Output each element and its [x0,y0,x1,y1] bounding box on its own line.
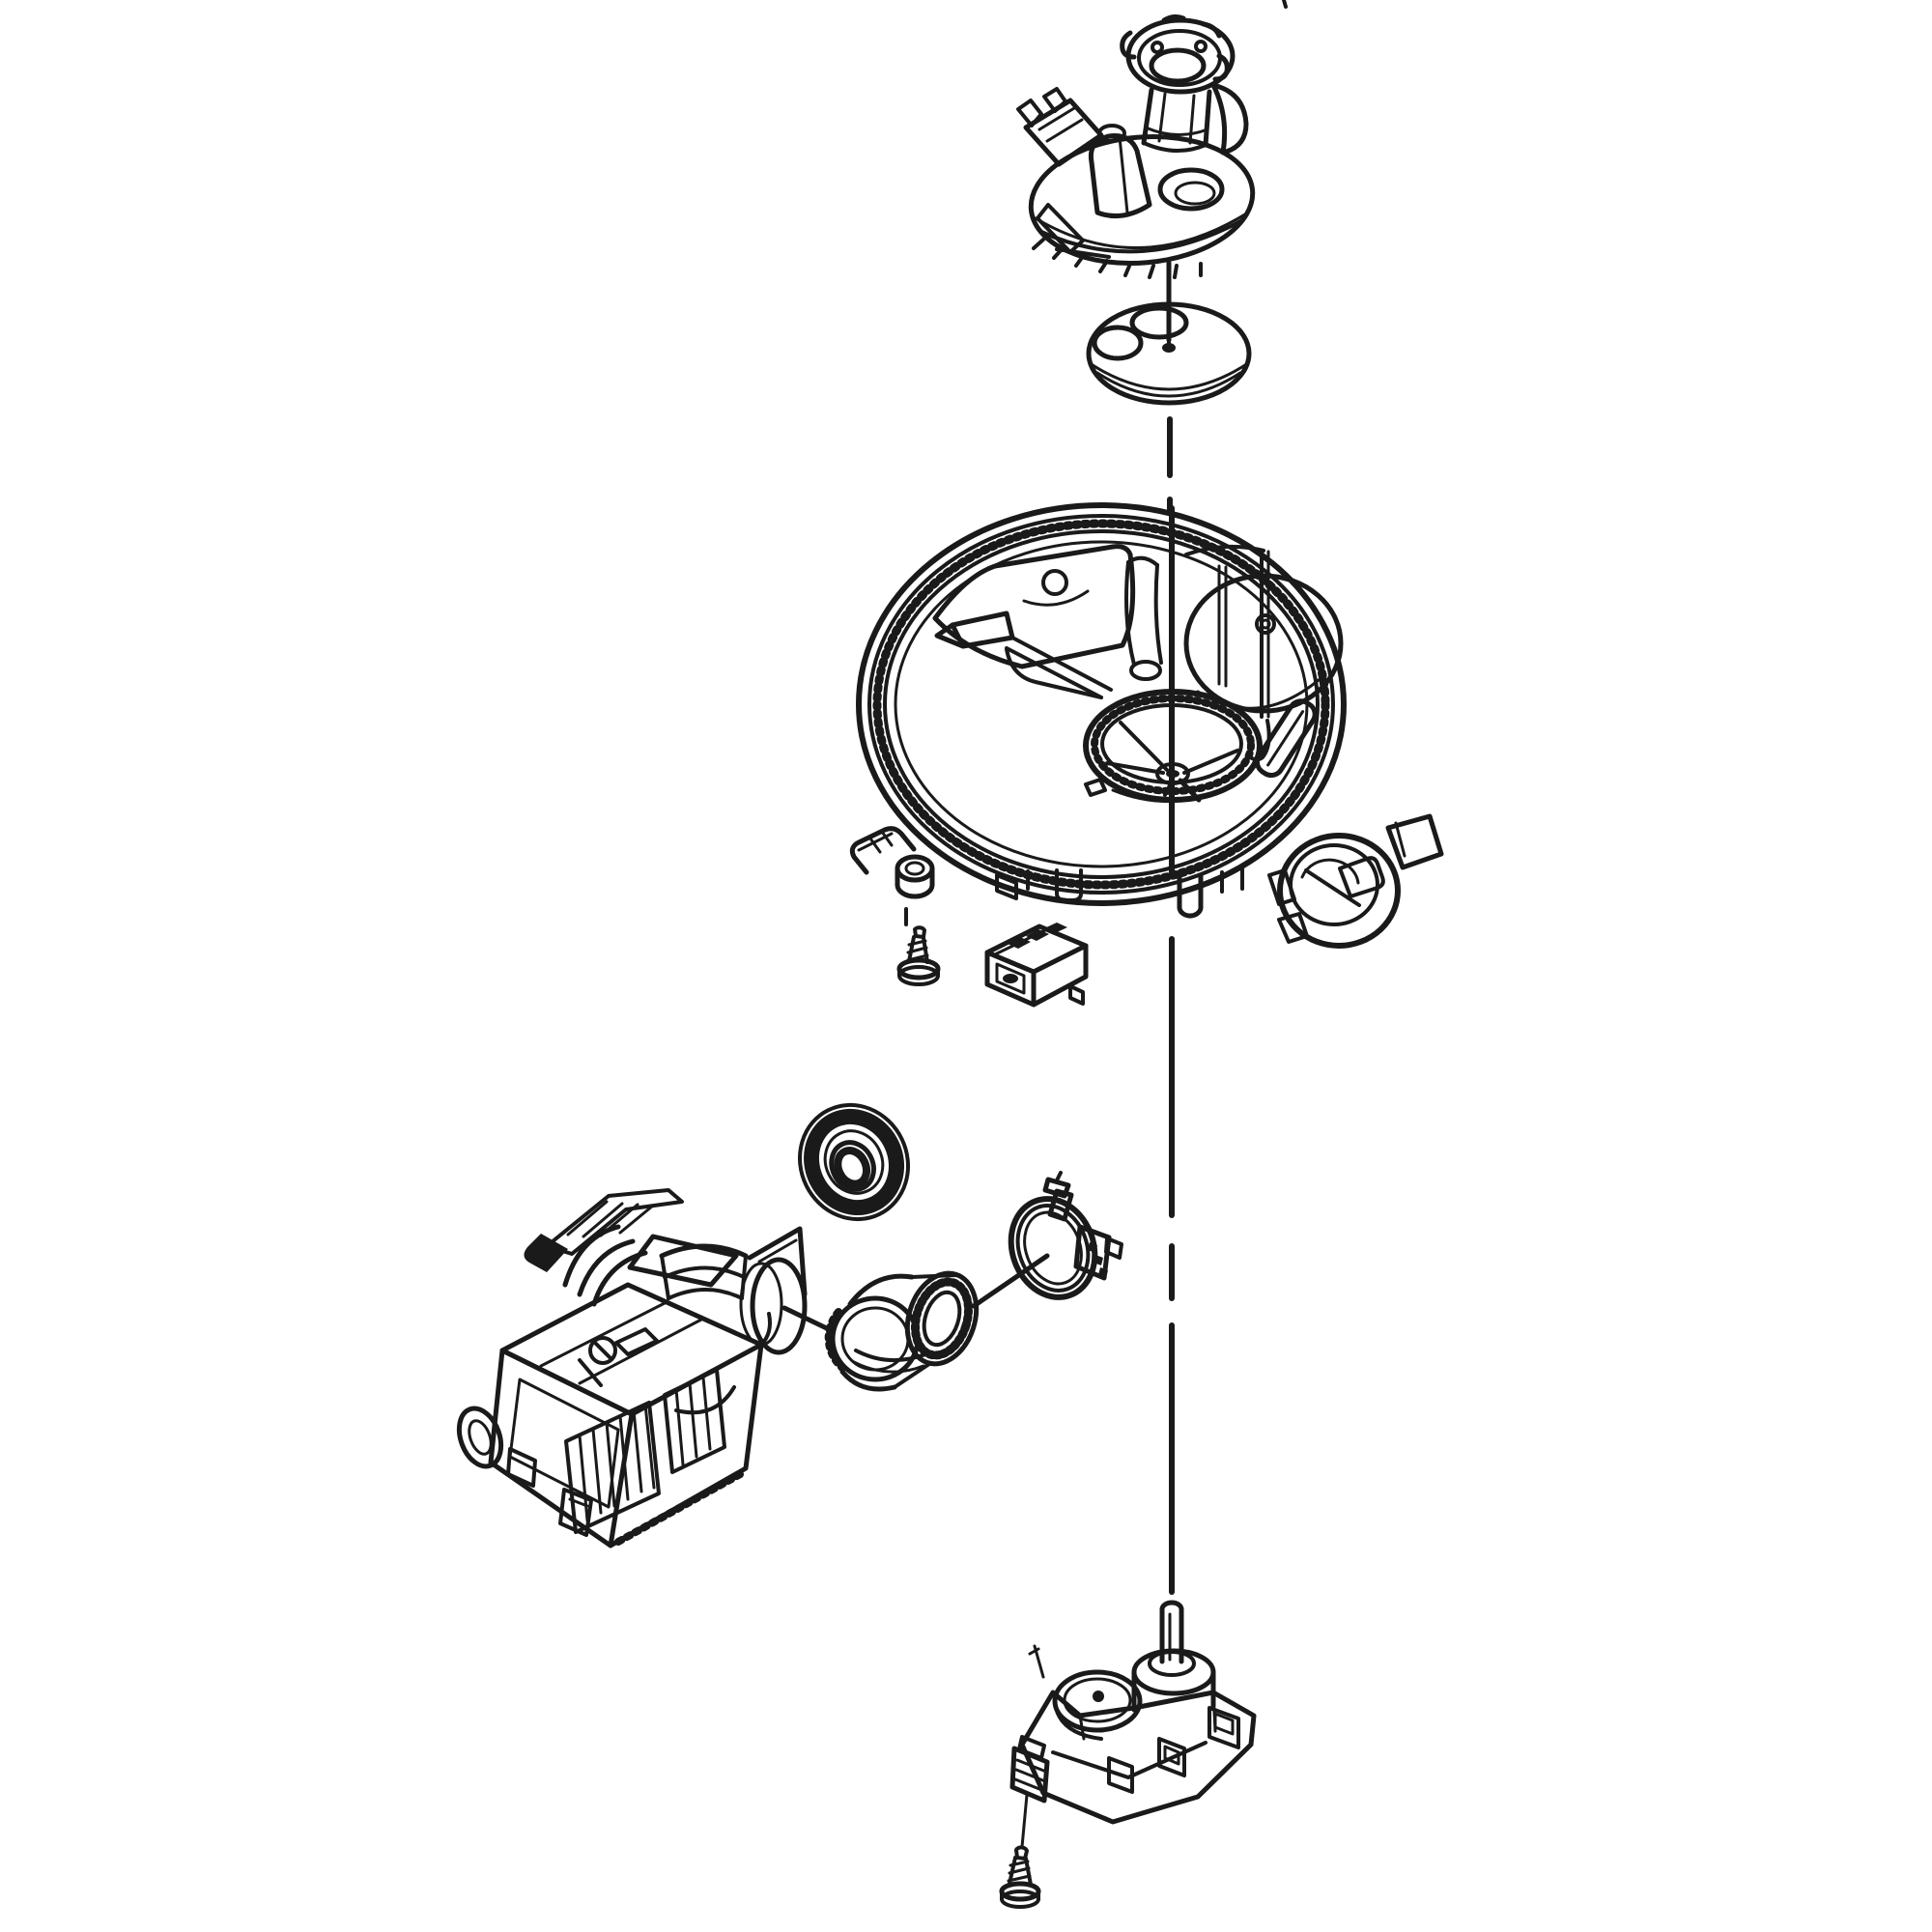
water-inlet-valve-assembly [1016,14,1256,279]
underside-tab [995,873,1018,900]
motor-screw-boss [588,1336,617,1365]
sump-gasket-hatch [872,519,1330,890]
underside-tab [1055,868,1083,902]
clamp-screw-housing [1073,1224,1112,1281]
clamp-band [1008,1196,1098,1300]
cam-cylinder [1131,1648,1216,1696]
sump-standpipe [1124,560,1136,667]
inlet-side-lobe [1210,82,1249,156]
chopper-disc [1086,301,1252,406]
connector-tab [1157,1737,1186,1777]
leader-line-to-screw [1020,1793,1029,1849]
sump-square-port [1084,778,1107,797]
motor-drum [1052,1669,1143,1733]
terminal-block [984,923,1089,1008]
pump-impeller-face [750,1257,808,1355]
sump-outer-rim [856,502,1347,906]
base-plate-port-hole [1157,167,1225,212]
sump-side-bracket [1254,698,1318,779]
seal-rubber-band [804,1108,905,1216]
connector-tab [1107,1756,1134,1794]
clamp-bolt [1047,1188,1074,1222]
diverter-body [1019,1690,1257,1825]
pump-motor-assembly [456,1188,836,1548]
drain-port-tab [1385,813,1444,870]
filter-cup-hatch [1091,695,1255,795]
rim-hatching [1032,238,1203,279]
motor-box-side [608,1342,764,1548]
pump-outlet-funnel [747,1226,808,1297]
disc-outline [1086,301,1252,406]
motor-ear-loop [456,1406,504,1469]
pump-mount-rail [545,1188,684,1256]
leader-line-to-elbow [781,1305,836,1334]
sump-base-assembly [856,502,1444,949]
disc-hole-left [1092,325,1144,361]
inlet-solenoid-bell [1088,133,1152,219]
sump-spout-wedge [950,611,1015,649]
pump-mount-claw [524,1234,568,1272]
chamber-boss [1041,569,1068,596]
hose-clamp [1008,1171,1123,1300]
motor-box-top [499,1282,764,1417]
motor-side-plate [506,1447,537,1488]
diverter-screw [999,1845,1041,1909]
clip-screw [896,907,941,986]
shaft-seal-ring [798,1102,910,1222]
inlet-funnel-opening [1149,47,1207,84]
disc-hole-top [1129,305,1189,340]
sump-bottom-stub [1177,871,1204,919]
leader-line-to-clamp [971,1253,1050,1309]
pump-top-plate [627,1234,739,1288]
connector-tab [1208,1706,1240,1749]
diverter-motor-assembly [1009,1600,1257,1849]
sump-drain-port [1267,813,1444,949]
inlet-base-plate [1028,133,1256,267]
seal-bore [829,1140,876,1192]
discharge-elbow [824,1253,1050,1392]
stray-tick-mark [1282,0,1288,9]
inlet-funnel-mid-ring [1137,29,1222,87]
motor-vent [663,1368,726,1474]
mounting-clip [849,826,935,899]
motor-bottom-clip [558,1488,593,1537]
